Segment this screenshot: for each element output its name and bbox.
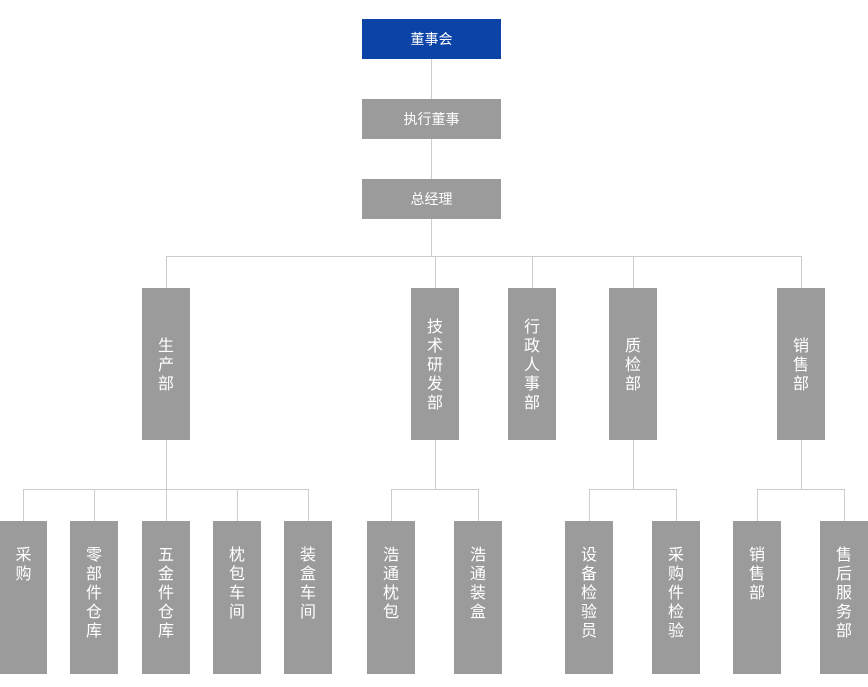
connector-line xyxy=(801,256,802,288)
connector-line xyxy=(676,489,677,521)
connector-line xyxy=(633,440,634,489)
dept-sales-label: 销售部 xyxy=(792,335,809,393)
connector-line xyxy=(478,489,479,521)
connector-line xyxy=(23,489,24,521)
unit-purchasing-box[interactable]: 采购 xyxy=(0,521,47,674)
dept-admin-hr-box[interactable]: 行政人事部 xyxy=(508,288,556,440)
unit-label: 设备检验员 xyxy=(580,545,597,640)
connector-line xyxy=(308,489,309,521)
connector-line xyxy=(166,440,167,489)
connector-line xyxy=(589,489,676,490)
connector-line xyxy=(431,139,432,179)
connector-line xyxy=(391,489,478,490)
unit-label: 浩通装盒 xyxy=(469,545,486,621)
connector-line xyxy=(757,489,844,490)
connector-line xyxy=(435,256,436,288)
dept-production-box[interactable]: 生产部 xyxy=(142,288,190,440)
connector-line xyxy=(166,256,801,257)
unit-purchase-inspection-box[interactable]: 采购件检验 xyxy=(652,521,700,674)
chairman-box[interactable]: 董事会 xyxy=(362,19,501,59)
connector-line xyxy=(166,256,167,288)
connector-line xyxy=(391,489,392,521)
unit-label: 采购 xyxy=(15,545,32,583)
connector-line xyxy=(435,440,436,489)
unit-label: 售后服务部 xyxy=(835,545,852,640)
unit-label: 零部件仓库 xyxy=(85,545,102,640)
unit-equipment-inspector-box[interactable]: 设备检验员 xyxy=(565,521,613,674)
unit-boxing-workshop-box[interactable]: 装盒车间 xyxy=(284,521,332,674)
connector-line xyxy=(94,489,95,521)
connector-line xyxy=(166,489,167,521)
executive-director-label: 执行董事 xyxy=(403,112,460,128)
unit-label: 销售部 xyxy=(748,545,765,602)
unit-label: 五金件仓库 xyxy=(157,545,174,640)
connector-line xyxy=(801,440,802,489)
unit-rnd-pillow-box[interactable]: 浩通枕包 xyxy=(367,521,415,674)
connector-line xyxy=(532,256,533,288)
general-manager-label: 总经理 xyxy=(410,192,453,208)
unit-label: 浩通枕包 xyxy=(382,545,399,621)
connector-line xyxy=(431,59,432,99)
dept-production-label: 生产部 xyxy=(157,335,174,393)
unit-hardware-warehouse-box[interactable]: 五金件仓库 xyxy=(142,521,190,674)
dept-quality-label: 质检部 xyxy=(624,335,641,393)
unit-pillow-workshop-box[interactable]: 枕包车间 xyxy=(213,521,261,674)
executive-director-box[interactable]: 执行董事 xyxy=(362,99,501,139)
dept-rnd-label: 技术研发部 xyxy=(426,316,443,412)
connector-line xyxy=(589,489,590,521)
unit-rnd-boxing-box[interactable]: 浩通装盒 xyxy=(454,521,502,674)
unit-label: 枕包车间 xyxy=(228,545,245,621)
connector-line xyxy=(237,489,238,521)
dept-rnd-box[interactable]: 技术研发部 xyxy=(411,288,459,440)
unit-parts-warehouse-box[interactable]: 零部件仓库 xyxy=(70,521,118,674)
unit-label: 采购件检验 xyxy=(667,545,684,640)
dept-admin-hr-label: 行政人事部 xyxy=(523,316,540,412)
connector-line xyxy=(431,219,432,256)
dept-sales-box[interactable]: 销售部 xyxy=(777,288,825,440)
unit-label: 装盒车间 xyxy=(299,545,316,621)
unit-sales-box[interactable]: 销售部 xyxy=(733,521,781,674)
general-manager-box[interactable]: 总经理 xyxy=(362,179,501,219)
connector-line xyxy=(757,489,758,521)
chairman-label: 董事会 xyxy=(410,32,453,48)
connector-line xyxy=(633,256,634,288)
connector-line xyxy=(844,489,845,521)
dept-quality-box[interactable]: 质检部 xyxy=(609,288,657,440)
unit-after-sales-box[interactable]: 售后服务部 xyxy=(820,521,868,674)
